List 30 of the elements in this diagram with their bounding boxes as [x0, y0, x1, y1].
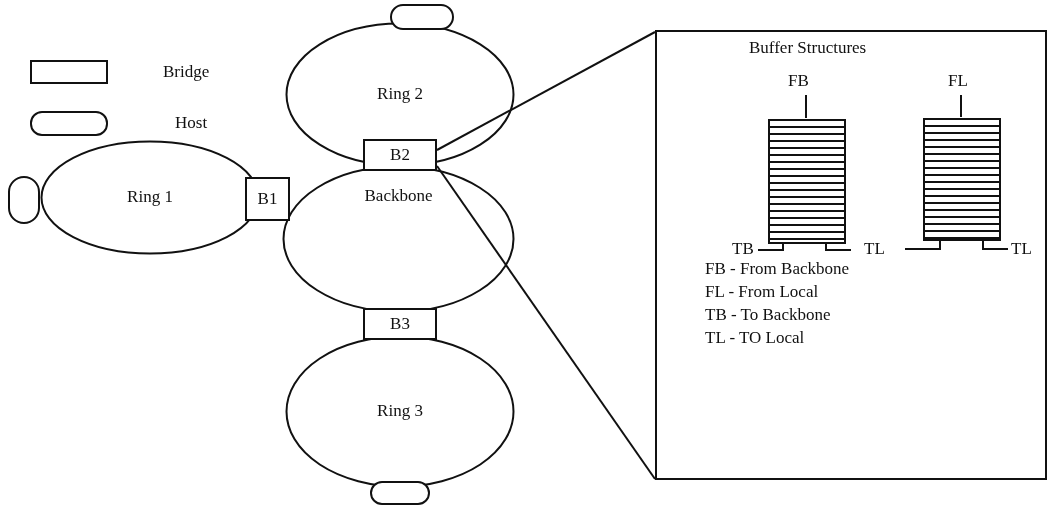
- key-text: TL - TO Local: [705, 329, 805, 348]
- port-label: FB: [788, 72, 809, 91]
- key-text: TB - To Backbone: [705, 306, 831, 325]
- bridge-box: [363, 139, 437, 171]
- bridge-label: B3: [390, 314, 410, 334]
- ring-label: Ring 3: [377, 402, 423, 421]
- host-shape: [8, 176, 40, 224]
- key-text: FL - From Local: [705, 283, 819, 302]
- port-label: TL: [864, 240, 885, 259]
- ring-label: Backbone: [364, 187, 433, 206]
- port-label: TB: [732, 240, 754, 259]
- key-text: FB - From Backbone: [705, 260, 850, 279]
- panel-title: Buffer Structures: [749, 38, 867, 57]
- callout-line: [436, 31, 656, 151]
- bridge-box: [363, 308, 437, 340]
- port-label: TL: [1011, 240, 1032, 259]
- ring-label: Ring 2: [377, 85, 423, 104]
- host-shape: [370, 481, 430, 505]
- host-shape: [390, 4, 454, 30]
- inset-panel: [655, 30, 1047, 480]
- buffer-stack: [768, 119, 846, 244]
- bridge-label: B1: [257, 189, 278, 209]
- legend-label: Bridge: [163, 63, 210, 82]
- ring-label: Ring 1: [127, 188, 173, 207]
- legend-label: Host: [175, 114, 208, 133]
- callout-line: [436, 165, 656, 480]
- bridge-label: B2: [390, 145, 410, 165]
- bridge-box: [245, 177, 290, 221]
- buffer-stack: [923, 118, 1001, 241]
- port-label: FL: [948, 72, 968, 91]
